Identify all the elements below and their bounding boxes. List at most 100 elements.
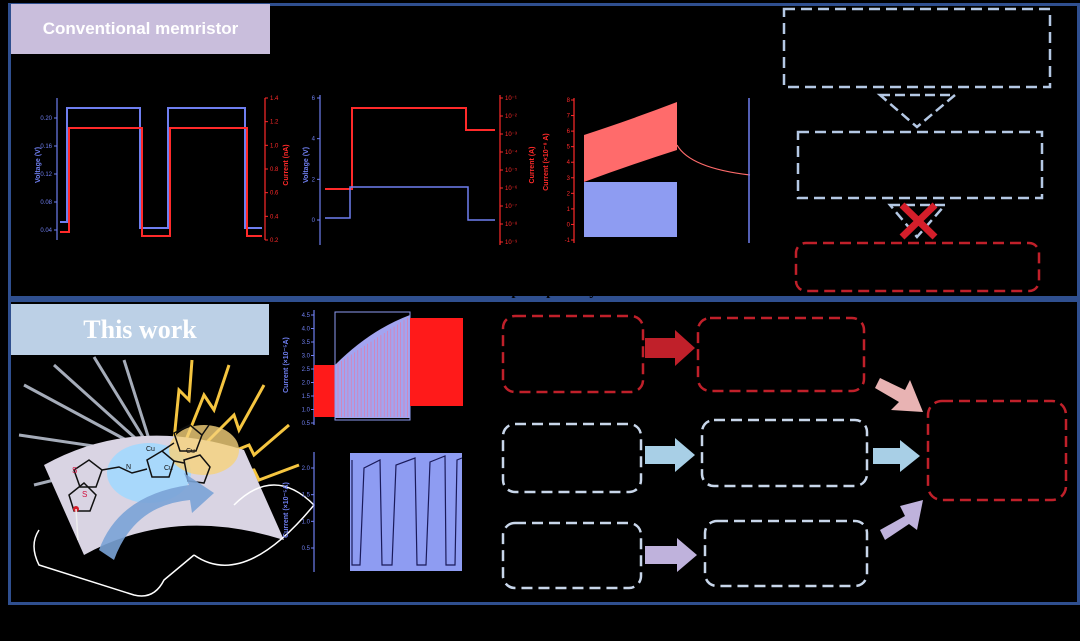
chart2-right-tick-label: 10⁻⁵: [505, 167, 518, 174]
chart2-right-tick-label: 10⁻⁷: [505, 203, 517, 210]
flow-blue-box-3: [501, 521, 643, 590]
flow-blue-box-4: [703, 519, 869, 588]
chart4-growth-area: [335, 315, 410, 418]
chart2-right-tick-label: 10⁻¹: [505, 96, 517, 102]
conventional-flow: [782, 7, 1052, 293]
chart2-right-tick-label: 10⁻⁴: [505, 149, 518, 156]
conventional-memristor-label: Conventional memristor: [11, 4, 270, 54]
chart3-red-band: [584, 102, 677, 182]
chart1-voltage-series: [60, 107, 262, 229]
flow-arrow-down-2: [887, 203, 948, 239]
chart4-ylabel: Current (×10⁻⁵A): [283, 337, 290, 393]
flow-blue-arrow-2: [873, 440, 920, 472]
chart3-tick-label: 3: [567, 176, 571, 182]
this-work-panel: [8, 299, 1080, 605]
chart1-current-series: [60, 127, 262, 237]
chart1-right-tick-label: 0.8: [270, 167, 279, 173]
chart3-decay-tail: [676, 144, 751, 176]
chart2-left-tick-label: 6: [312, 96, 316, 102]
chart3-tick-label: 0: [567, 222, 571, 228]
flow-target-box: [926, 399, 1068, 502]
chart1-right-tick-label: 1.2: [270, 120, 279, 126]
flow-blue-box-2: [700, 418, 869, 488]
chart-pulse-voltage-current: Voltage (V) 0.200.160.120.080.04 1.41.21…: [35, 96, 290, 244]
svg-text:Cu: Cu: [186, 448, 195, 455]
spark-glow: [169, 425, 239, 475]
chart1-ylabel-right: Current (nA): [283, 144, 290, 185]
chart2-current-series: [325, 107, 495, 190]
chart3-tick-label: 5: [567, 145, 571, 151]
chart1-right-tick-label: 1.0: [270, 143, 279, 149]
chart-step-voltage-current: Voltage (V) 6 4 2 0 10⁻¹ 10⁻² 10⁻³ 10⁻⁴ 10⁻⁵ 10⁻…: [303, 95, 536, 246]
flow-arrow-down-1: [876, 93, 959, 129]
chart1-left-tick-label: 0.08: [40, 200, 52, 206]
this-work-label: This work: [11, 304, 269, 355]
chart5-tick-label: 0.5: [302, 546, 311, 552]
chart2-left-tick-label: 4: [312, 137, 316, 143]
flow-blue-box-1: [501, 422, 643, 494]
chart1-ylabel-left: Voltage (V): [35, 147, 42, 183]
flow-box-3: [794, 241, 1041, 293]
svg-text:S: S: [82, 490, 87, 499]
svg-text:N: N: [126, 464, 131, 471]
chart2-ylabel-right: Current (A): [529, 147, 536, 184]
chart3-tick-label: 7: [567, 114, 571, 120]
chart1-left-tick-label: 0.04: [40, 228, 52, 234]
chart2-left-tick-label: 0: [312, 218, 316, 224]
chart3-tick-label: 2: [567, 191, 571, 197]
flow-cross-icon: [899, 202, 938, 240]
chart5-switching-series: [351, 455, 463, 566]
this-work-flow: [501, 314, 1068, 590]
chart5-ylabel: Current (×10⁻⁵A): [283, 482, 290, 538]
flow-blue-arrow-1: [645, 438, 695, 472]
chart2-voltage-series: [325, 186, 495, 221]
chart3-tick-label: 4: [567, 160, 571, 166]
conventional-memristor-panel: [8, 3, 1080, 299]
flow-purple-arrow-2: [880, 500, 923, 540]
svg-text:S: S: [72, 466, 77, 475]
chart-bottom-current: Current (×10⁻⁵A) 4.54.03.53.02.52.01.51.…: [283, 310, 463, 427]
chart3-blue-block: [584, 182, 677, 237]
chart2-right-tick-label: 10⁻²: [505, 114, 517, 120]
flow-purple-arrow-1: [645, 538, 697, 572]
chart1-right-tick-label: 1.4: [270, 96, 279, 102]
chart4-tick-label: 3.0: [302, 354, 311, 360]
chart5-tick-label: 1.5: [302, 493, 311, 499]
chart3-tick-label: 8: [567, 98, 571, 104]
chart4-red-end: [410, 318, 463, 406]
chart-switching-current: Current (×10⁻⁵A) 2.0 1.5 1.0 0.5: [283, 452, 463, 572]
device-illustration: S S Cu Cu Cu N: [18, 356, 316, 597]
chart3-ylabel: Current (×10⁻⁸ A): [543, 133, 550, 191]
chart5-fill: [350, 453, 462, 571]
chart1-right-tick-label: 0.2: [270, 238, 279, 244]
chart4-tick-label: 3.5: [302, 340, 311, 346]
flow-box-1: [782, 7, 1052, 89]
chart2-right-tick-label: 10⁻⁹: [505, 239, 518, 246]
svg-text:Cu: Cu: [146, 446, 155, 453]
chart4-tick-label: 4.0: [302, 327, 311, 333]
substrate-outline: [33, 529, 195, 597]
chart2-left-tick-label: 2: [312, 177, 316, 183]
flow-pink-arrow: [875, 378, 923, 412]
chart2-right-tick-label: 10⁻³: [505, 132, 517, 138]
chart2-ylabel-left: Voltage (V): [303, 147, 310, 183]
chart5-tick-label: 2.0: [302, 466, 311, 472]
chart4-tick-label: 2.0: [302, 381, 311, 387]
chart5-tick-label: 1.0: [302, 519, 311, 525]
chart4-tick-label: 2.5: [302, 367, 311, 373]
chart4-tick-label: 1.0: [302, 408, 311, 414]
chart3-tick-label: 6: [567, 129, 571, 135]
chart1-left-tick-label: 0.12: [40, 172, 52, 178]
chart3-tick-label: 1: [567, 207, 571, 213]
imperceptibility-label: Imperceptibility: [493, 283, 597, 299]
flow-red-arrow: [645, 330, 695, 366]
chart1-left-tick-label: 0.20: [40, 116, 52, 122]
bend-arrow-icon: [99, 473, 214, 560]
flow-box-2: [796, 130, 1044, 200]
flow-red-box-2: [696, 316, 866, 393]
chart4-tick-label: 1.5: [302, 394, 311, 400]
chart2-right-tick-label: 10⁻⁶: [505, 185, 518, 192]
chart4-tick-label: 0.5: [302, 421, 311, 427]
chart1-right-tick-label: 0.6: [270, 191, 279, 197]
